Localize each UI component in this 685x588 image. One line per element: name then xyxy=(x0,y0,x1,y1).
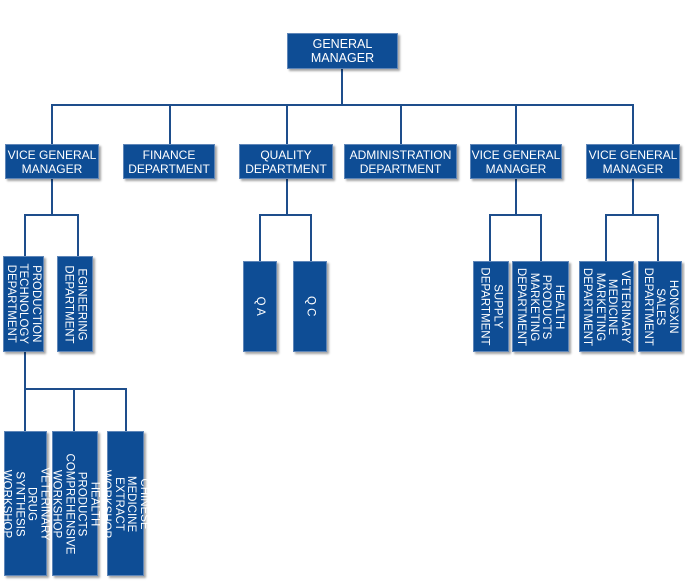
health-products-marketing-department-label: HEALTH PRODUCTS MARKETING DEPARTMENT xyxy=(516,267,566,346)
hongxin-sales-department-label: HONGXIN SALES DEPARTMENT xyxy=(641,267,679,346)
connector-workshop-bar xyxy=(24,388,127,390)
finance-department-box: FINANCE DEPARTMENT xyxy=(123,144,215,179)
connector-finance xyxy=(169,104,171,144)
engineering-department-box: EGINEERING DEPARTMENT xyxy=(57,256,93,352)
engineering-department-label: EGINEERING DEPARTMENT xyxy=(63,264,88,344)
health-products-marketing-department-box: HEALTH PRODUCTS MARKETING DEPARTMENT xyxy=(512,261,569,352)
production-technology-department-label: PRODUCTION TECHNOLOGY DEPARTMENT xyxy=(5,263,43,345)
connector-vgm-left-down xyxy=(51,178,53,215)
qa-box: Q A xyxy=(243,261,277,352)
connector-quality-down xyxy=(286,178,288,215)
connector-qc xyxy=(310,214,312,262)
vice-general-manager-left-box: VICE GENERAL MANAGER xyxy=(5,144,99,179)
connector-vgm-mid-down xyxy=(515,178,517,215)
veterinary-drug-synthesis-workshop-label: VETERINARY DRUG SYNTHESIS WORKSHOP xyxy=(1,466,51,541)
production-technology-department-box: PRODUCTION TECHNOLOGY DEPARTMENT xyxy=(3,256,44,352)
health-products-comprehensive-workshop-label: HEALTH PRODUCTS COMPREHENSIVE WORKSHOP xyxy=(50,453,101,554)
vice-general-manager-right-label: VICE GENERAL MANAGER xyxy=(588,147,678,176)
connector-supply xyxy=(489,214,491,262)
connector-chinese-medicine xyxy=(125,388,127,432)
quality-department-box: QUALITY DEPARTMENT xyxy=(239,144,333,179)
hongxin-sales-department-box: HONGXIN SALES DEPARTMENT xyxy=(638,261,682,352)
connector-health-workshop xyxy=(73,388,75,432)
connector-vgm-mid xyxy=(515,104,517,144)
veterinary-medicine-marketing-department-box: VETERINARY MEDICINE MARKETING DEPARTMENT xyxy=(579,261,634,352)
connector-production xyxy=(24,214,26,256)
general-manager-label: GENERAL MANAGER xyxy=(310,37,375,65)
connector-qa xyxy=(259,214,261,262)
connector-vet-marketing xyxy=(605,214,607,262)
connector-hongxin xyxy=(657,214,659,262)
veterinary-medicine-marketing-department-label: VETERINARY MEDICINE MARKETING DEPARTMENT xyxy=(582,267,632,346)
connector-level2-bar xyxy=(51,104,634,106)
connector-vgm-right xyxy=(632,104,634,144)
connector-engineering xyxy=(77,214,79,256)
administration-department-label: ADMINISTRATION DEPARTMENT xyxy=(349,147,452,176)
connector-production-down xyxy=(24,352,26,390)
qc-label: Q C xyxy=(304,296,317,317)
connector-administration xyxy=(400,104,402,144)
vice-general-manager-mid-box: VICE GENERAL MANAGER xyxy=(470,144,562,179)
connector-vgm-left xyxy=(51,104,53,144)
qa-label: Q A xyxy=(254,296,267,317)
connector-quality xyxy=(286,104,288,144)
health-products-comprehensive-workshop-box: HEALTH PRODUCTS COMPREHENSIVE WORKSHOP xyxy=(50,431,101,576)
vice-general-manager-left-label: VICE GENERAL MANAGER xyxy=(7,147,97,176)
connector-gm-down xyxy=(341,68,343,104)
chinese-medicine-extract-workshop-box: CHINESE MEDICINE EXTRACT WORKSHOP xyxy=(101,431,151,576)
connector-vgm-right-down xyxy=(632,178,634,215)
supply-department-label: SUPPLY DEPARTMENT xyxy=(479,267,504,346)
connector-vgm-left-bar xyxy=(24,214,79,216)
qc-box: Q C xyxy=(293,261,327,352)
connector-health-marketing xyxy=(540,214,542,262)
connector-vgm-mid-bar xyxy=(489,214,542,216)
connector-quality-bar xyxy=(259,214,312,216)
vice-general-manager-mid-label: VICE GENERAL MANAGER xyxy=(471,147,561,176)
quality-department-label: QUALITY DEPARTMENT xyxy=(245,147,327,176)
administration-department-box: ADMINISTRATION DEPARTMENT xyxy=(344,144,457,179)
vice-general-manager-right-box: VICE GENERAL MANAGER xyxy=(586,144,680,179)
general-manager-box: GENERAL MANAGER xyxy=(287,33,398,69)
connector-vet-drug xyxy=(24,388,26,432)
veterinary-drug-synthesis-workshop-box: VETERINARY DRUG SYNTHESIS WORKSHOP xyxy=(1,431,51,576)
connector-vgm-right-bar xyxy=(605,214,659,216)
chinese-medicine-extract-workshop-label: CHINESE MEDICINE EXTRACT WORKSHOP xyxy=(101,469,151,538)
finance-department-label: FINANCE DEPARTMENT xyxy=(128,147,210,176)
supply-department-box: SUPPLY DEPARTMENT xyxy=(473,261,509,352)
